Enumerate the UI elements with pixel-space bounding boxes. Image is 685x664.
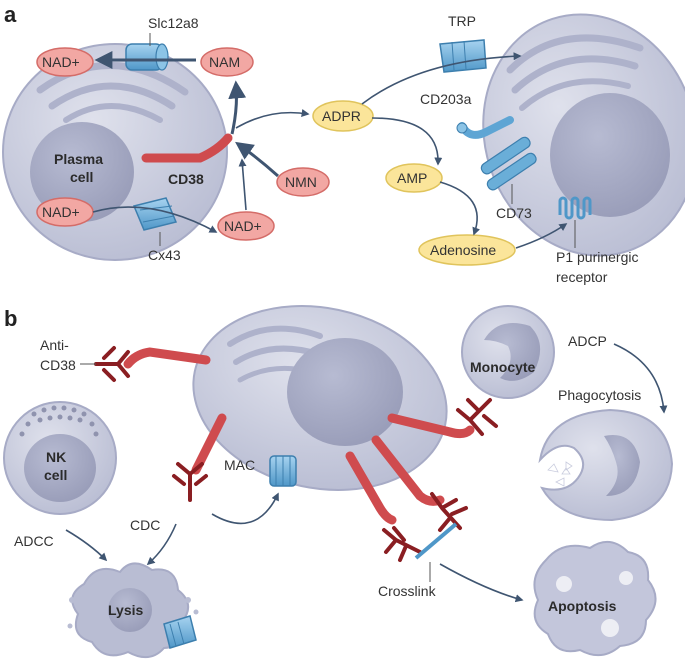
nad-oval-1 xyxy=(36,47,94,77)
panel-a-label: a xyxy=(4,2,17,27)
p1-label-2: receptor xyxy=(556,269,608,285)
arrow-cdc-to-lysis xyxy=(146,523,177,566)
arrow-nad3-to-cd38 xyxy=(238,158,247,211)
cd73-enzyme xyxy=(480,136,537,191)
slc12a8-transporter xyxy=(125,43,169,71)
panel-b-label: b xyxy=(4,306,17,331)
nam-oval xyxy=(200,47,254,77)
nad-label-1: NAD+ xyxy=(42,54,80,70)
adenosine-oval xyxy=(418,234,516,266)
antibody-5 xyxy=(382,526,422,562)
cd73-label: CD73 xyxy=(496,205,532,221)
antibody-4 xyxy=(430,492,468,532)
target-cell-a xyxy=(482,13,685,257)
arrow-nmn-to-cd38 xyxy=(235,141,280,178)
phagocytosis-label: Phagocytosis xyxy=(558,387,641,403)
adpr-label: ADPR xyxy=(322,108,361,124)
arrow-nad2-to-nad3 xyxy=(92,206,218,233)
arrow-amp-to-adenosine xyxy=(439,181,480,236)
cdc-label: CDC xyxy=(130,517,160,533)
trp-channel xyxy=(439,39,487,73)
anti-cd38-label-1: Anti- xyxy=(40,337,69,353)
plasma-cell xyxy=(2,43,228,261)
adcc-label: ADCC xyxy=(14,533,54,549)
lysis-cell xyxy=(67,562,199,659)
monocyte-label: Monocyte xyxy=(470,359,536,375)
target-cell-b xyxy=(192,305,448,491)
anti-cd38-label-2: CD38 xyxy=(40,357,76,373)
adcp-label: ADCP xyxy=(568,333,607,349)
antibody-2 xyxy=(172,462,208,502)
cd38-projection-3 xyxy=(387,413,475,439)
cx43-label: Cx43 xyxy=(148,247,181,263)
slc12a8-label: Slc12a8 xyxy=(148,15,199,31)
trp-label: TRP xyxy=(448,13,476,29)
arrow-adpr-to-trp xyxy=(361,52,522,105)
mac-label: MAC xyxy=(224,457,255,473)
amp-label: AMP xyxy=(397,170,427,186)
antibody-1 xyxy=(94,346,130,382)
antibody-3 xyxy=(456,398,498,436)
lysis-mac-complex xyxy=(163,615,197,649)
amp-oval xyxy=(385,163,443,193)
p1-receptor xyxy=(558,196,592,220)
lysis-label: Lysis xyxy=(108,602,143,618)
crosslink-label: Crosslink xyxy=(378,583,437,599)
nad-oval-3 xyxy=(217,211,275,241)
nad-label-2: NAD+ xyxy=(42,204,80,220)
nmn-label: NMN xyxy=(285,174,317,190)
adenosine-label: Adenosine xyxy=(430,242,496,258)
nk-cell xyxy=(3,401,117,515)
monocyte-cell xyxy=(461,305,555,399)
apoptotic-cell xyxy=(533,541,657,657)
phagocyte-cell xyxy=(538,408,674,522)
cx43-channel xyxy=(132,197,178,231)
crosslink-bar xyxy=(414,522,458,560)
plasma-cell-label-1: Plasma xyxy=(54,151,103,167)
nk-label-1: NK xyxy=(46,449,66,465)
adpr-oval xyxy=(312,100,374,132)
cd203a-label: CD203a xyxy=(420,91,472,107)
cd38-enzyme xyxy=(141,133,233,163)
nmn-oval xyxy=(276,167,330,197)
nk-label-2: cell xyxy=(44,467,67,483)
arrow-adpr-to-amp xyxy=(371,117,443,166)
arrow-adcp xyxy=(613,343,668,414)
cd203a-enzyme xyxy=(456,116,514,139)
cd38-projection-2 xyxy=(191,413,227,475)
arrow-crosslink-to-apoptosis xyxy=(439,563,524,603)
arrow-cdc-to-mac xyxy=(211,492,279,525)
cd38-projection-5 xyxy=(345,451,397,525)
plasma-cell-label-2: cell xyxy=(70,169,93,185)
cd38-label: CD38 xyxy=(168,171,204,187)
cd38-projection-1 xyxy=(123,347,211,369)
nam-label: NAM xyxy=(209,54,240,70)
p1-label-1: P1 purinergic xyxy=(556,249,639,265)
nad-label-3: NAD+ xyxy=(224,218,262,234)
apoptosis-label: Apoptosis xyxy=(548,598,617,614)
mac-complex xyxy=(269,455,297,487)
arrow-adcc xyxy=(65,529,108,562)
arrow-cd38-to-nam xyxy=(228,80,247,135)
arrow-cd38-to-adpr xyxy=(235,109,310,129)
arrow-adenosine-to-p1 xyxy=(515,223,568,249)
